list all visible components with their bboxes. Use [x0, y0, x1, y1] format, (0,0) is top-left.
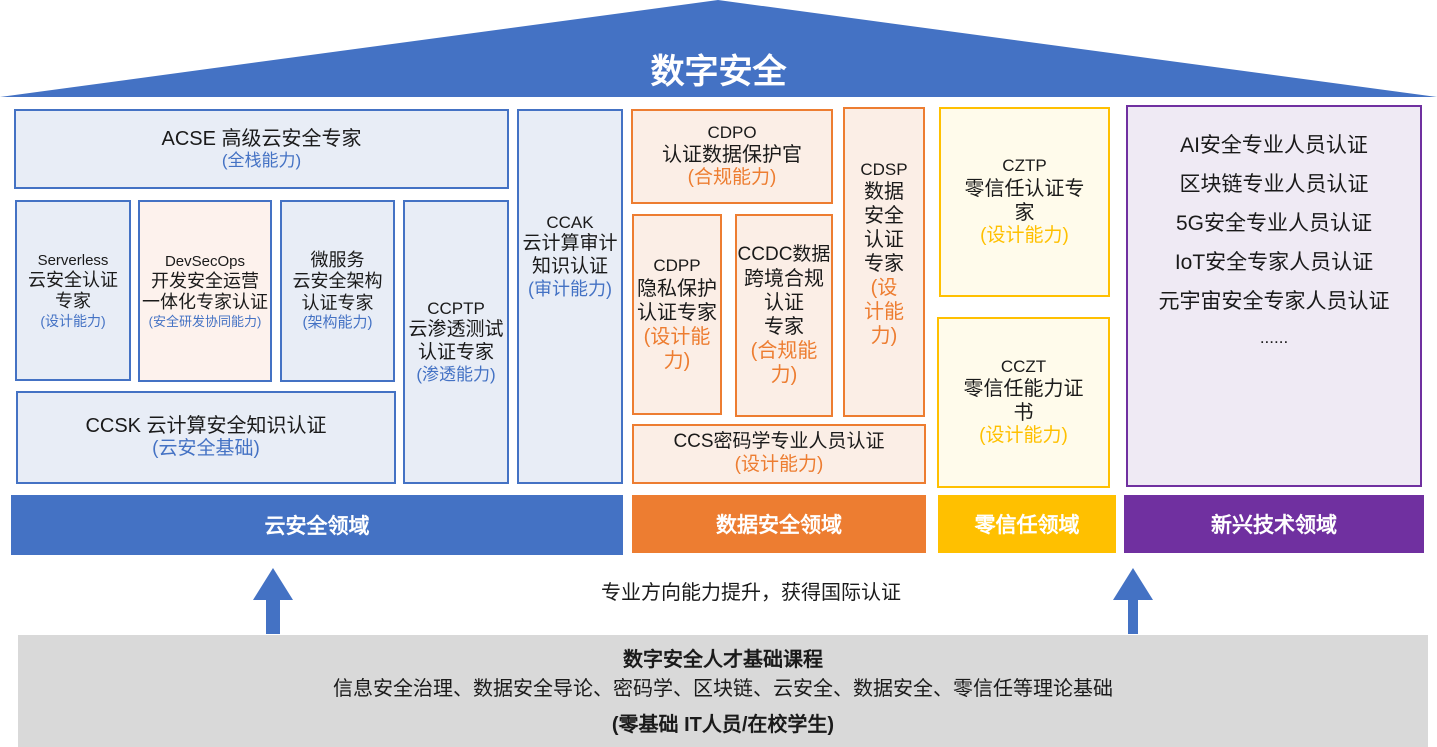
- foundation-subjects: 信息安全治理、数据安全导论、密码学、区块链、云安全、数据安全、零信任等理论基础: [333, 678, 1113, 700]
- microservice-line2: 云安全架构: [292, 271, 383, 292]
- ccak-sub: (审计能力): [528, 278, 612, 299]
- cztp-sub: (设计能力): [980, 224, 1069, 246]
- ccdc-line4: 专家: [764, 315, 804, 338]
- emerging-item: 区块链专业人员认证: [1179, 173, 1369, 196]
- acse-name: ACSE 高级云安全专家: [161, 127, 362, 150]
- ccptp-card: CCPTP 云渗透测试 认证专家 (渗透能力): [403, 200, 509, 484]
- cloud-domain-bar: 云安全领域: [11, 495, 623, 555]
- ccak-card: CCAK 云计算审计 知识认证 (审计能力): [517, 109, 623, 484]
- cdpp-line2: 隐私保护: [637, 277, 717, 300]
- cztp-card: CZTP 零信任认证专 家 (设计能力): [939, 107, 1110, 297]
- roof-title: 数字安全: [650, 53, 787, 91]
- ccs-sub: (设计能力): [734, 454, 824, 475]
- cztp-line2: 零信任认证专: [964, 177, 1085, 200]
- cdsp-card: CDSP 数据 安全 认证 专家 (设 计能 力): [843, 107, 925, 417]
- cczt-card: CCZT 零信任能力证 书 (设计能力): [937, 317, 1110, 488]
- ccdc-sub1: (合规能: [750, 339, 818, 362]
- ccs-name: CCS密码学专业人员认证: [673, 431, 885, 453]
- microservice-line3: 认证专家: [301, 292, 374, 313]
- serverless-line1: Serverless: [37, 251, 109, 269]
- ccak-line3: 知识认证: [531, 255, 608, 277]
- cdpp-sub2: 力): [663, 349, 691, 372]
- acse-sub: (全栈能力): [221, 150, 302, 170]
- devsecops-card: DevSecOps 开发安全运营 一体化专家认证 (安全研发协同能力): [138, 200, 272, 382]
- ccak-line2: 云计算审计: [522, 233, 618, 255]
- cdpo-card: CDPO 认证数据保护官 (合规能力): [631, 109, 833, 204]
- acse-card: ACSE 高级云安全专家 (全栈能力): [14, 109, 509, 189]
- emerging-item-ellipsis: ......: [1259, 328, 1289, 347]
- cdsp-sub2: 计能: [864, 301, 904, 324]
- cdpo-sub: (合规能力): [687, 167, 777, 189]
- ccsk-name: CCSK 云计算安全知识认证: [85, 415, 327, 438]
- cdpp-sub1: (设计能: [643, 325, 711, 348]
- microservice-line1: 微服务: [310, 249, 365, 270]
- ccptp-line1: CCPTP: [427, 298, 485, 318]
- cztp-line3: 家: [1014, 201, 1035, 224]
- emerging-item: 5G安全专业人员认证: [1175, 212, 1372, 235]
- cdsp-line2: 数据: [864, 181, 904, 204]
- devsecops-line1: DevSecOps: [164, 252, 246, 270]
- serverless-sub: (设计能力): [40, 312, 106, 329]
- ccak-line1: CCAK: [546, 212, 594, 232]
- cztp-line1: CZTP: [1002, 156, 1047, 176]
- ccptp-line3: 认证专家: [417, 342, 494, 363]
- serverless-line3: 专家: [55, 291, 91, 312]
- cdsp-line1: CDSP: [860, 159, 908, 179]
- ccdc-sub2: 力): [770, 363, 798, 386]
- ccdc-card: CCDC数据 跨境合规 认证 专家 (合规能 力): [735, 214, 833, 417]
- ccptp-line2: 云渗透测试: [408, 319, 504, 341]
- cdsp-line5: 专家: [864, 253, 904, 276]
- emerging-item: IoT安全专家人员认证: [1174, 251, 1374, 274]
- middle-caption: 专业方向能力提升，获得国际认证: [601, 582, 901, 604]
- foundation-band: [18, 635, 1428, 747]
- data-domain-bar: 数据安全领域: [632, 495, 926, 553]
- microservice-card: 微服务 云安全架构 认证专家 (架构能力): [280, 200, 395, 382]
- serverless-card: Serverless 云安全认证 专家 (设计能力): [15, 200, 131, 381]
- cdpo-line1: CDPO: [707, 122, 757, 142]
- cdpp-card: CDPP 隐私保护 认证专家 (设计能 力): [632, 214, 722, 415]
- cdsp-sub1: (设: [870, 277, 898, 300]
- emerging-item: AI安全专业人员认证: [1180, 134, 1368, 157]
- ccsk-card: CCSK 云计算安全知识认证 (云安全基础): [16, 391, 396, 484]
- cdsp-line3: 安全: [864, 205, 904, 228]
- ccdc-line1: CCDC数据: [737, 244, 831, 266]
- cdpp-line1: CDPP: [653, 256, 701, 276]
- roof: [0, 0, 1437, 97]
- emerging-card: AI安全专业人员认证 区块链专业人员认证 5G安全专业人员认证 IoT安全专家人…: [1126, 105, 1422, 487]
- emerging-domain-bar: 新兴技术领域: [1124, 495, 1424, 553]
- zero-trust-domain-bar: 零信任领域: [938, 495, 1116, 553]
- cczt-line1: CCZT: [1000, 356, 1047, 376]
- foundation-audience: (零基础 IT人员/在校学生): [611, 714, 835, 736]
- left-up-arrow-icon: [253, 568, 293, 634]
- cdsp-line4: 认证: [864, 229, 904, 252]
- foundation-title: 数字安全人才基础课程: [623, 649, 823, 671]
- devsecops-line3: 一体化专家认证: [142, 292, 268, 313]
- cczt-line2: 零信任能力证: [963, 378, 1084, 401]
- devsecops-line2: 开发安全运营: [151, 270, 259, 291]
- ccdc-line3: 认证: [764, 291, 804, 314]
- cdpo-line2: 认证数据保护官: [662, 144, 802, 167]
- cdsp-sub3: 力): [870, 325, 898, 348]
- cdpp-line3: 认证专家: [637, 301, 717, 324]
- ccs-card: CCS密码学专业人员认证 (设计能力): [632, 424, 926, 484]
- devsecops-sub: (安全研发协同能力): [148, 313, 262, 329]
- ccdc-line2: 跨境合规: [744, 267, 824, 290]
- cczt-sub: (设计能力): [979, 425, 1068, 447]
- microservice-sub: (架构能力): [302, 314, 373, 332]
- serverless-line2: 云安全认证: [28, 269, 118, 290]
- ccsk-sub: (云安全基础): [152, 438, 260, 460]
- emerging-item: 元宇宙安全专家人员认证: [1158, 290, 1390, 313]
- cczt-line3: 书: [1013, 402, 1034, 425]
- right-up-arrow-icon: [1113, 568, 1153, 634]
- ccptp-sub: (渗透能力): [416, 364, 496, 384]
